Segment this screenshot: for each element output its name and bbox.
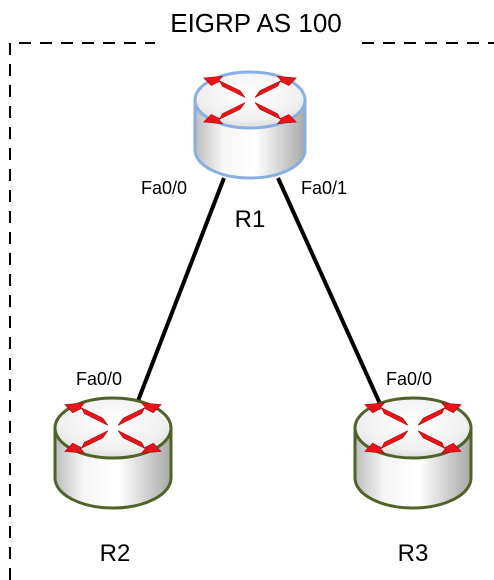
r1-interface-fa0-1: Fa0/1 — [301, 178, 347, 198]
r1-interface-fa0-0: Fa0/0 — [141, 178, 187, 198]
router-r3[interactable] — [353, 396, 473, 510]
r3-interface-fa0-0: Fa0/0 — [386, 369, 432, 389]
link-r1-r3 — [276, 177, 383, 407]
router-icon — [193, 70, 307, 180]
as-boundary-label: EIGRP AS 100 — [170, 8, 342, 38]
router-r1[interactable] — [193, 70, 307, 180]
router-r2[interactable] — [53, 396, 173, 510]
router-r2-label: R2 — [100, 540, 131, 567]
as-boundary — [9, 42, 494, 580]
router-r1-label: R1 — [235, 206, 266, 233]
link-r1-r2 — [134, 177, 226, 407]
r2-interface-fa0-0: Fa0/0 — [76, 369, 122, 389]
router-icon — [353, 396, 473, 510]
router-r3-label: R3 — [398, 540, 429, 567]
router-icon — [53, 396, 173, 510]
